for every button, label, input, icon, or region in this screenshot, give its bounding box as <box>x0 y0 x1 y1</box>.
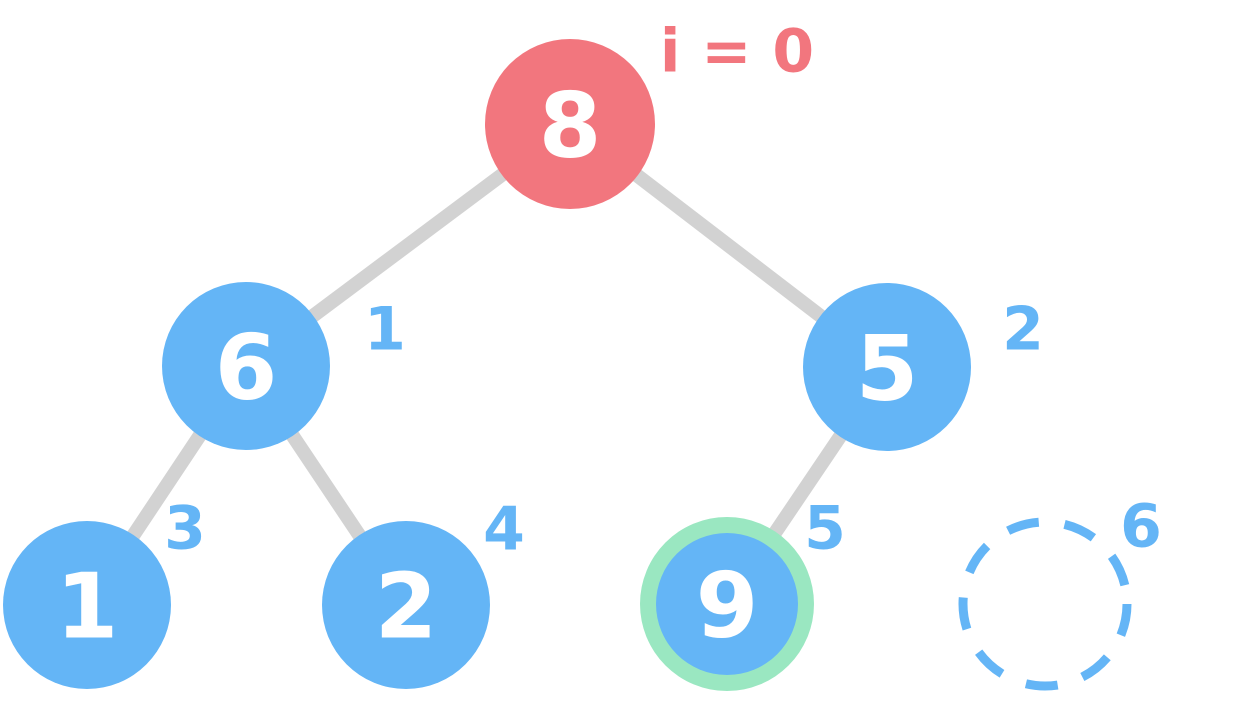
tree-node-placeholder <box>958 517 1132 691</box>
node-circle-blue <box>3 521 171 689</box>
node-circle-blue <box>322 521 490 689</box>
root-index-annotation: i = 0 <box>660 17 814 87</box>
index-label-1: 1 <box>364 295 406 365</box>
node-value: 9 <box>696 553 759 658</box>
index-label-2: 2 <box>1002 295 1044 365</box>
node-value: 1 <box>56 554 119 659</box>
tree-node-leaf-9-highlighted: 9 <box>640 517 814 691</box>
node-value: 6 <box>215 315 278 420</box>
node-value: 8 <box>539 73 602 178</box>
node-circle-blue <box>803 283 971 451</box>
node-circle-blue <box>656 533 798 675</box>
node-value: 2 <box>375 554 438 659</box>
tree-node-left: 6 <box>162 282 330 450</box>
node-circle-blue <box>162 282 330 450</box>
tree-node-right: 5 <box>803 283 971 451</box>
index-label-5: 5 <box>804 494 846 564</box>
node-value: 5 <box>856 316 919 421</box>
tree-node-root: 8 <box>485 39 655 209</box>
index-label-4: 4 <box>483 495 525 565</box>
tree-node-leaf-1: 1 <box>3 521 171 689</box>
index-label-6: 6 <box>1120 492 1162 562</box>
index-label-3: 3 <box>164 494 206 564</box>
tree-node-leaf-2: 2 <box>322 521 490 689</box>
placeholder-dashed-circle <box>958 517 1132 691</box>
node-circle-red <box>485 39 655 209</box>
